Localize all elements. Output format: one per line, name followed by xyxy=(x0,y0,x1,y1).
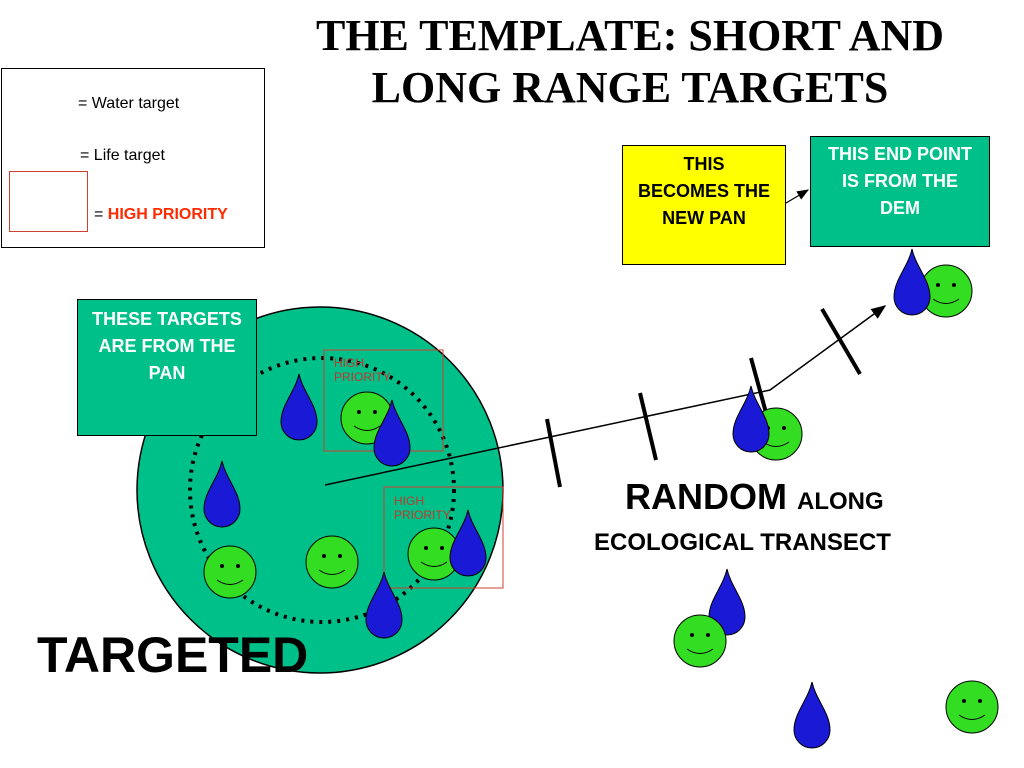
legend-high-priority-frame xyxy=(9,171,88,232)
slide-title: THE TEMPLATE: SHORT AND LONG RANGE TARGE… xyxy=(250,10,1010,114)
water-drop-icon xyxy=(449,509,487,577)
smiley-icon xyxy=(407,527,461,581)
new-pan-box: THIS BECOMES THE NEW PAN xyxy=(622,145,786,265)
smiley-icon xyxy=(919,264,973,318)
end-point-box: THIS END POINT IS FROM THE DEM xyxy=(810,136,990,247)
random-label: RANDOM ALONG xyxy=(625,476,884,523)
legend-box: = Water target = Life target = HIGH PRIO… xyxy=(1,68,265,248)
high-priority-label-2: HIGH PRIORITY xyxy=(394,494,451,522)
smiley-icon xyxy=(945,680,999,734)
random-word: RANDOM xyxy=(625,476,787,517)
smiley-icon xyxy=(673,614,727,668)
legend-high-priority-label: = HIGH PRIORITY xyxy=(94,206,228,224)
water-drop-icon xyxy=(793,681,831,749)
legend-life-label: = Life target xyxy=(80,147,165,164)
legend-hp-prefix: = xyxy=(94,206,108,223)
water-drop-icon xyxy=(708,568,746,636)
targeted-label: TARGETED xyxy=(37,627,309,683)
water-drop-icon xyxy=(365,571,403,639)
water-drop-icon xyxy=(893,248,931,316)
high-priority-label-1: HIGH PRIORITY xyxy=(334,356,391,384)
title-line-1: THE TEMPLATE: SHORT AND xyxy=(315,11,945,60)
title-line-2: LONG RANGE TARGETS xyxy=(371,63,889,112)
legend-water-label: = Water target xyxy=(78,95,180,112)
smiley-icon xyxy=(203,545,257,599)
water-drop-icon xyxy=(373,399,411,467)
smiley-icon xyxy=(305,535,359,589)
high-priority-box-2 xyxy=(383,486,504,589)
transect-tick xyxy=(545,418,562,488)
ecological-transect-label: ECOLOGICAL TRANSECT xyxy=(594,529,891,556)
water-drop-icon xyxy=(203,460,241,528)
targeted-radius-dotted xyxy=(188,356,456,624)
water-drop-icon xyxy=(732,385,770,453)
transect-tick xyxy=(749,357,770,421)
water-drop-icon xyxy=(280,373,318,441)
new-pan-arrow xyxy=(785,189,810,204)
transect-tick xyxy=(820,307,862,376)
along-word: ALONG xyxy=(797,488,884,515)
transect-tick xyxy=(638,392,658,461)
legend-hp-text: HIGH PRIORITY xyxy=(107,206,228,223)
transect-line xyxy=(324,305,887,486)
pan-targets-box: THESE TARGETS ARE FROM THE PAN xyxy=(77,299,257,436)
